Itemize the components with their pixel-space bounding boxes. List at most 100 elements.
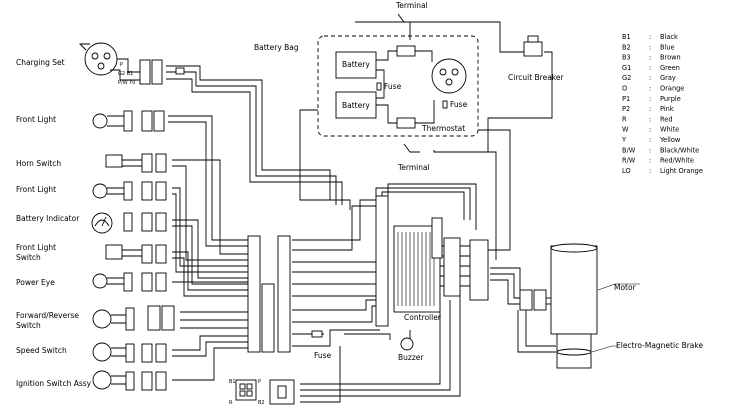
wire-code-label: R (229, 400, 233, 406)
power-eye-lamp-icon (92, 273, 108, 289)
controller-label: Controller (404, 313, 442, 322)
connector-icon (123, 181, 133, 201)
controller: Controller (375, 195, 461, 327)
legend-code: R (622, 115, 627, 123)
inline-fuse-icon (175, 67, 185, 75)
legend-color-name: Red/White (660, 157, 694, 165)
legend-separator: : (649, 95, 651, 103)
controller-output-connector (443, 237, 461, 297)
wire-code-label: P (120, 62, 123, 68)
legend-color-name: Gray (660, 74, 676, 82)
circuit-breaker: Circuit Breaker (508, 35, 564, 82)
horn-switch-icon (105, 154, 123, 168)
terminal-top-label: Terminal (395, 1, 428, 10)
legend-color-name: Green (660, 64, 680, 72)
connector-icon (155, 272, 167, 292)
ignition-housing (269, 379, 295, 405)
legend-separator: : (649, 64, 651, 72)
socket-pin-icon (445, 78, 453, 86)
motor-cap-icon (550, 243, 598, 253)
connector-icon (125, 307, 135, 331)
legend-separator: : (649, 74, 651, 82)
legend-color-name: Black/White (660, 146, 699, 154)
battery-bag: Battery Bag Battery Battery Fuse Fuse Th… (254, 35, 479, 137)
legend-separator: : (649, 167, 651, 175)
battery-2-label: Battery (342, 101, 370, 110)
junction-connector-a (247, 235, 261, 353)
wiring-harness (166, 21, 556, 403)
plug-pin-icon (246, 383, 253, 390)
motor-plug-a (519, 289, 533, 311)
connector-icon (141, 181, 153, 201)
connector-icon (155, 181, 167, 201)
ignition-connector: B1 P R B2 (229, 379, 295, 406)
forward-reverse-label-1: Forward/Reverse (16, 311, 79, 320)
junction-connector-c (277, 235, 291, 353)
socket-pin-icon (451, 68, 459, 76)
connector-icon (141, 110, 153, 132)
socket-pin-icon (91, 52, 99, 60)
speed-switch-label: Speed Switch (16, 346, 67, 355)
battery-bag-socket-icon (431, 58, 467, 94)
connector-icon (123, 212, 133, 232)
connector-icon (161, 305, 175, 331)
socket-pin-icon (439, 68, 447, 76)
legend-code: O (622, 85, 627, 93)
legend-color-name: Black (660, 33, 678, 41)
battery-terminal-connector (396, 45, 416, 57)
main-fuse-label: Fuse (314, 351, 332, 360)
terminal-bottom-label: Terminal (397, 163, 430, 172)
plug-pin-icon (239, 383, 246, 390)
connector-icon (155, 371, 167, 391)
front-light-2-label: Front Light (16, 185, 56, 194)
battery-terminal-connector (396, 117, 416, 129)
buzzer-icon (400, 337, 414, 351)
wire-code-label: P (258, 379, 261, 385)
legend-code: P2 (622, 105, 630, 113)
charging-connector-b (151, 59, 163, 85)
socket-pin-icon (97, 62, 105, 70)
legend-separator: : (649, 146, 651, 154)
left-components: Front Light Horn Switch Front Light Batt… (16, 110, 175, 391)
fuse-2-label: Fuse (450, 100, 468, 109)
ignition-key-icon (277, 385, 287, 399)
connector-icon (123, 272, 133, 292)
connector-icon (141, 343, 153, 363)
plug-pin-icon (239, 390, 246, 397)
legend-code: LO (622, 167, 631, 175)
fuse-1-label: Fuse (384, 82, 402, 91)
color-legend: B1:BlackB2:BlueB3:BrownG1:GreenG2:GrayO:… (621, 33, 703, 175)
legend-color-name: Yellow (659, 136, 681, 144)
connector-icon (141, 244, 153, 264)
controller-body (393, 225, 441, 313)
wire-code-label: B1 (229, 379, 236, 385)
legend-code: P1 (622, 95, 630, 103)
legend-separator: : (649, 85, 651, 93)
legend-separator: : (649, 115, 651, 123)
fuse-icon (442, 100, 448, 109)
battery-indicator-label: Battery Indicator (16, 214, 80, 223)
speed-switch-icon (92, 342, 112, 362)
controller-side-connector (431, 217, 443, 259)
connector-icon (155, 212, 167, 232)
connector-icon (141, 371, 153, 391)
buzzer: Buzzer (398, 337, 424, 362)
wire-code-label: G2 B1 (118, 71, 133, 77)
connector-icon (141, 272, 153, 292)
circuit-breaker-label: Circuit Breaker (508, 73, 564, 82)
legend-code: B1 (622, 33, 631, 41)
power-eye-label: Power Eye (16, 278, 55, 287)
forward-reverse-label-2: Switch (16, 321, 41, 330)
forward-reverse-switch-icon (92, 309, 112, 329)
main-fuse-icon (311, 330, 323, 338)
motor-label: Motor (614, 283, 637, 292)
legend-code: B2 (622, 43, 631, 51)
legend-color-name: Blue (660, 43, 675, 51)
motor-body (550, 245, 598, 335)
ignition-switch-icon (92, 370, 112, 390)
legend-color-name: Brown (660, 54, 681, 62)
brake-ring-icon (556, 348, 592, 356)
legend-code: R/W (622, 157, 636, 165)
legend-separator: : (649, 33, 651, 41)
